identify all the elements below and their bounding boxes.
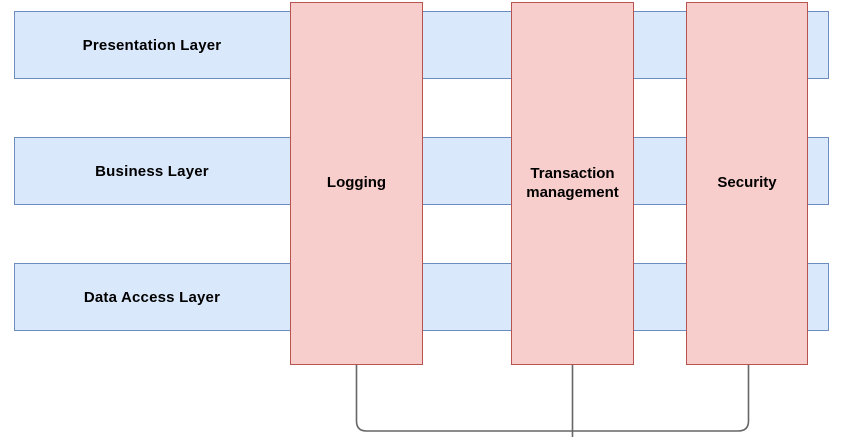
crosscutting-label-transaction-management: Transaction management: [512, 165, 633, 203]
crosscutting-column-logging[interactable]: Logging: [290, 2, 423, 365]
crosscutting-label-security: Security: [717, 174, 777, 192]
connector-bracket-path: [355, 365, 750, 432]
crosscutting-label-transaction-management-line1: Transaction: [530, 164, 615, 182]
crosscutting-label-transaction-management-line2: management: [526, 183, 619, 201]
crosscutting-label-logging: Logging: [326, 174, 387, 192]
crosscutting-column-security[interactable]: Security: [686, 2, 808, 365]
crosscutting-column-transaction-management[interactable]: Transaction management: [511, 2, 634, 365]
